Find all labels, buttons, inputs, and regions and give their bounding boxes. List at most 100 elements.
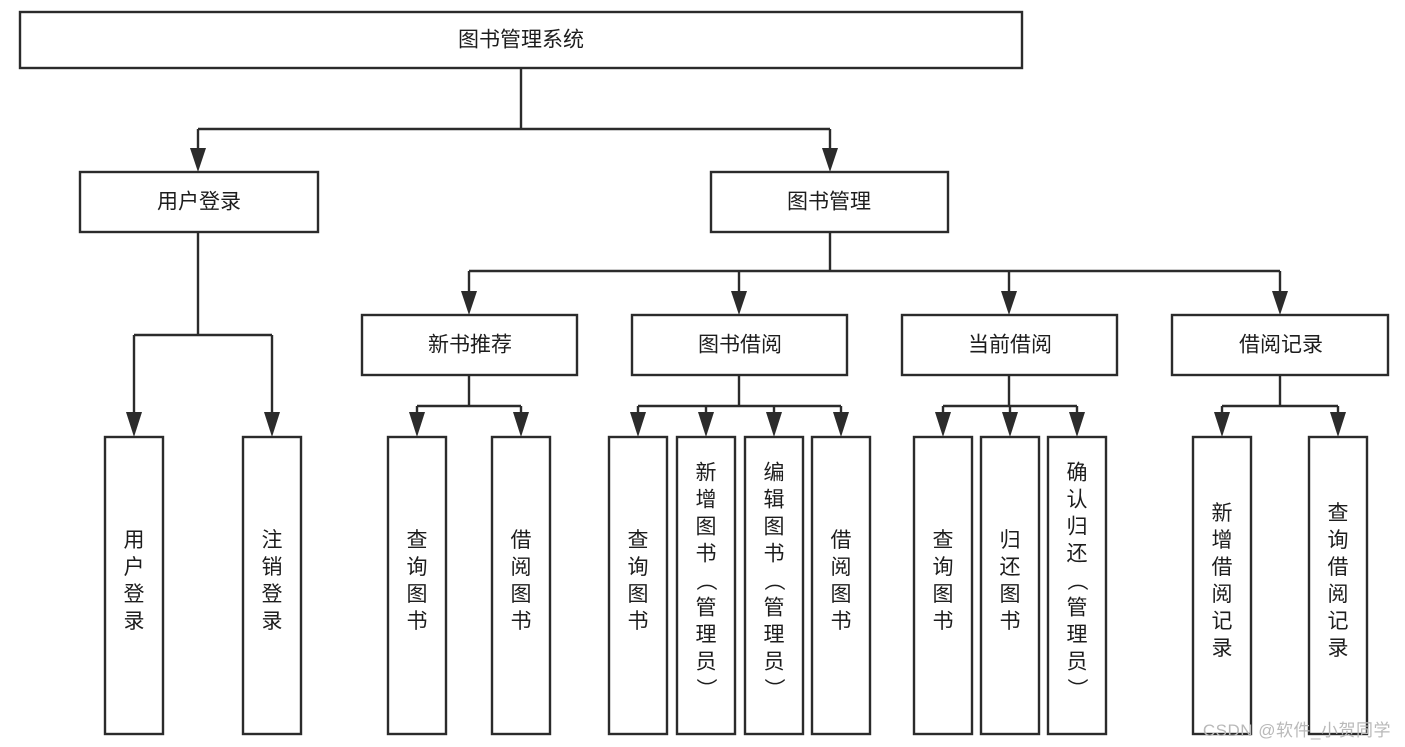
node-leaf13-box[interactable] (1307, 435, 1369, 736)
arrow-head-leaf7 (766, 412, 782, 437)
node-leaf1-label: 用户登录 (124, 529, 145, 633)
node-leaf8[interactable] (810, 435, 872, 736)
connector-layer (126, 68, 1346, 437)
leaf-label-glyph: 书 (628, 610, 649, 633)
node-records[interactable]: 借阅记录 (1170, 313, 1390, 377)
arrow-head-records (1272, 291, 1288, 315)
leaf-label-glyph: 书 (407, 610, 428, 633)
node-leaf5[interactable] (607, 435, 669, 736)
leaf-label-glyph: 书 (831, 610, 852, 633)
leaf-label-glyph: 理 (1067, 624, 1088, 647)
node-leaf4-box[interactable] (490, 435, 552, 736)
leaf-label-glyph: 用 (124, 529, 145, 552)
node-leaf10[interactable] (979, 435, 1041, 736)
leaf-label-glyph: 查 (1328, 502, 1349, 525)
leaf-label-glyph: 记 (1212, 610, 1233, 633)
node-root[interactable]: 图书管理系统 (18, 10, 1024, 70)
node-login-box[interactable] (78, 170, 320, 234)
leaf-label-glyph: 图 (764, 516, 785, 539)
node-leaf1[interactable] (103, 435, 165, 736)
node-leaf10-box[interactable] (979, 435, 1041, 736)
node-leaf11[interactable] (1046, 435, 1108, 736)
node-leaf11-box[interactable] (1046, 435, 1108, 736)
node-root-box[interactable] (18, 10, 1024, 70)
node-login[interactable]: 用户登录 (78, 170, 320, 234)
leaf-label-glyph: 编 (764, 462, 785, 485)
leaf-label-glyph: 借 (831, 529, 852, 552)
leaf-label-glyph: 询 (628, 556, 649, 579)
node-bookmgmt-box[interactable] (709, 170, 950, 234)
node-newbook[interactable]: 新书推荐 (360, 313, 579, 377)
node-leaf12-box[interactable] (1191, 435, 1253, 736)
node-leaf9-box[interactable] (912, 435, 974, 736)
node-leaf12[interactable] (1191, 435, 1253, 736)
leaf-label-glyph: 新 (696, 462, 717, 485)
node-leaf4[interactable] (490, 435, 552, 736)
node-leaf5-box[interactable] (607, 435, 669, 736)
arrow-head-leaf11 (1069, 412, 1085, 437)
node-leaf9[interactable] (912, 435, 974, 736)
leaf-label-glyph: 图 (628, 583, 649, 606)
node-borrow[interactable]: 图书借阅 (630, 313, 849, 377)
leaf-label-glyph: 录 (262, 610, 283, 633)
leaf-label-glyph: 书 (511, 610, 532, 633)
leaf-label-glyph: 户 (124, 556, 145, 579)
leaf-label-glyph: 还 (1000, 556, 1021, 579)
leaf-label-glyph: 归 (1000, 529, 1021, 552)
leaf-label-glyph: 增 (696, 489, 717, 512)
node-leaf3[interactable] (386, 435, 448, 736)
node-borrow-label: 图书借阅 (698, 334, 782, 357)
leaf-label-glyph: 增 (1212, 529, 1233, 552)
node-newbook-label: 新书推荐 (428, 334, 512, 357)
node-leaf7-box[interactable] (743, 435, 805, 736)
node-current-box[interactable] (900, 313, 1119, 377)
leaf-label-glyph: 认 (1067, 489, 1088, 512)
node-leaf6[interactable] (675, 435, 737, 736)
leaf-label-glyph: 询 (933, 556, 954, 579)
node-leaf13[interactable] (1307, 435, 1369, 736)
node-leaf1-box[interactable] (103, 435, 165, 736)
node-leaf3-box[interactable] (386, 435, 448, 736)
leaf-label-glyph: 询 (407, 556, 428, 579)
leaf-label-glyph: 录 (1212, 637, 1233, 660)
node-leaf2-box[interactable] (241, 435, 303, 736)
node-newbook-box[interactable] (360, 313, 579, 377)
node-bookmgmt[interactable]: 图书管理 (709, 170, 950, 234)
node-leaf6-box[interactable] (675, 435, 737, 736)
leaf-label-glyph: 员 (1067, 651, 1088, 674)
leaf-label-glyph: 管 (1067, 597, 1088, 620)
arrow-head-leaf6 (698, 412, 714, 437)
leaf-label-glyph: 新 (1212, 502, 1233, 525)
node-borrow-box[interactable] (630, 313, 849, 377)
arrow-head-bookmgmt (822, 148, 838, 172)
leaf-label-glyph: 查 (933, 529, 954, 552)
arrow-head-leaf9 (935, 412, 951, 437)
leaf-label-glyph: 录 (1328, 637, 1349, 660)
node-records-box[interactable] (1170, 313, 1390, 377)
node-current[interactable]: 当前借阅 (900, 313, 1119, 377)
node-leaf2[interactable] (241, 435, 303, 736)
node-leaf7[interactable] (743, 435, 805, 736)
watermark-text: CSDN @软件_小贺同学 (1202, 721, 1391, 740)
arrow-head-leaf1 (126, 412, 142, 437)
leaf-label-glyph: 归 (1067, 516, 1088, 539)
arrow-head-borrow (731, 291, 747, 315)
leaf-label-glyph: （ (694, 570, 717, 591)
leaf-label-glyph: ） (1065, 678, 1088, 699)
leaf-label-glyph: 阅 (831, 556, 852, 579)
arrow-head-leaf12 (1214, 412, 1230, 437)
leaf-label-glyph: 管 (764, 597, 785, 620)
node-leaf8-box[interactable] (810, 435, 872, 736)
leaf-label-glyph: 阅 (1328, 583, 1349, 606)
leaf-label-glyph: 登 (262, 583, 283, 606)
leaf-label-glyph: 销 (262, 556, 283, 579)
leaf-label-glyph: ） (694, 678, 717, 699)
